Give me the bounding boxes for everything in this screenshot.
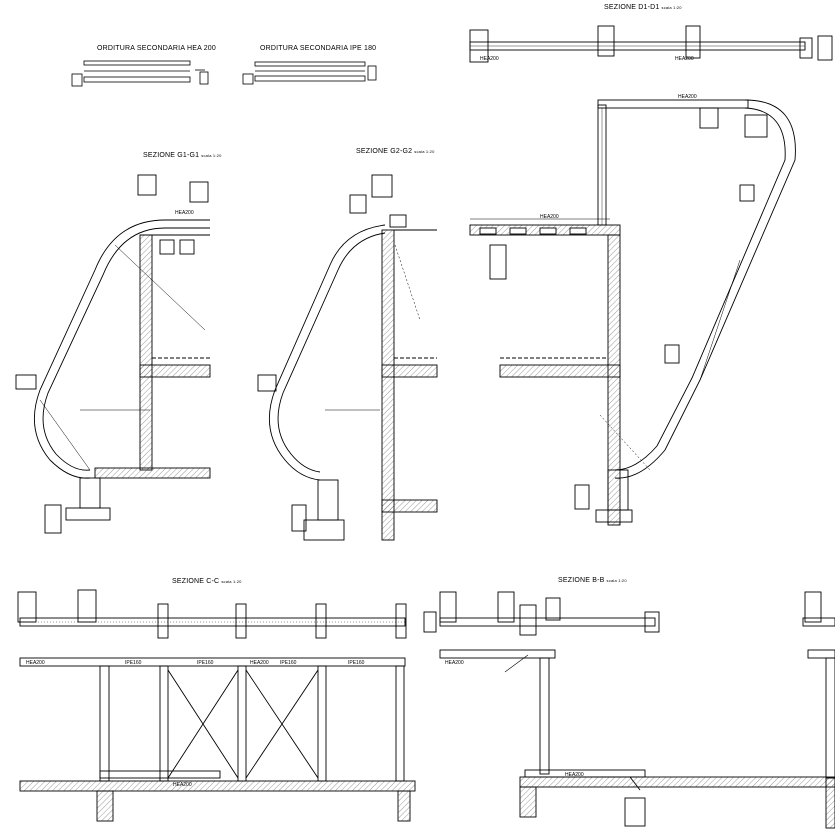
tag-ipe160-c4: IPE160 bbox=[348, 660, 365, 666]
secondary-beam-hea200 bbox=[71, 60, 209, 87]
tag-hea200-b1: HEA200 bbox=[445, 660, 464, 666]
title-b-text: SEZIONE B-B bbox=[558, 577, 605, 584]
title-c-scale: scala 1:20 bbox=[221, 579, 242, 584]
tag-ipe160-c3: IPE160 bbox=[280, 660, 297, 666]
title-hea200: ORDITURA SECONDARIA HEA 200 bbox=[97, 45, 216, 52]
section-c bbox=[17, 589, 416, 822]
title-g2-text: SEZIONE G2-G2 bbox=[356, 148, 413, 155]
section-b bbox=[423, 591, 835, 827]
title-ipe180: ORDITURA SECONDARIA IPE 180 bbox=[260, 45, 377, 52]
section-g2 bbox=[257, 174, 438, 541]
section-partial-right bbox=[802, 591, 835, 829]
beam-tags: HEA200 HEA200 HEA200 HEA200 HEA200 HEA20… bbox=[26, 56, 697, 788]
tag-hea200-d1c: HEA200 bbox=[678, 94, 697, 100]
tag-hea200-d1d: HEA200 bbox=[540, 214, 559, 220]
tag-hea200-d1a: HEA200 bbox=[480, 56, 499, 62]
secondary-beam-ipe180 bbox=[242, 61, 377, 85]
section-d1 bbox=[469, 25, 833, 526]
title-c-text: SEZIONE C-C bbox=[172, 578, 220, 585]
title-g2-scale: scala 1:20 bbox=[414, 149, 435, 154]
title-d1-scale: scala 1:20 bbox=[661, 5, 682, 10]
section-g1 bbox=[15, 174, 211, 534]
title-g1-text: SEZIONE G1-G1 bbox=[143, 152, 200, 159]
title-g1-scale: scala 1:20 bbox=[201, 153, 222, 158]
tag-hea200-g1: HEA200 bbox=[175, 210, 194, 216]
tag-hea200-b2: HEA200 bbox=[565, 772, 584, 778]
tag-hea200-c3: HEA200 bbox=[250, 660, 269, 666]
tag-hea200-c1: HEA200 bbox=[26, 660, 45, 666]
title-d1-text: SEZIONE D1-D1 bbox=[604, 4, 660, 11]
tag-hea200-d1b: HEA200 bbox=[675, 56, 694, 62]
title-b-scale: scala 1:20 bbox=[606, 578, 627, 583]
tag-ipe160-c2: IPE160 bbox=[197, 660, 214, 666]
tag-ipe160-c1: IPE160 bbox=[125, 660, 142, 666]
tag-hea200-c2: HEA200 bbox=[173, 782, 192, 788]
